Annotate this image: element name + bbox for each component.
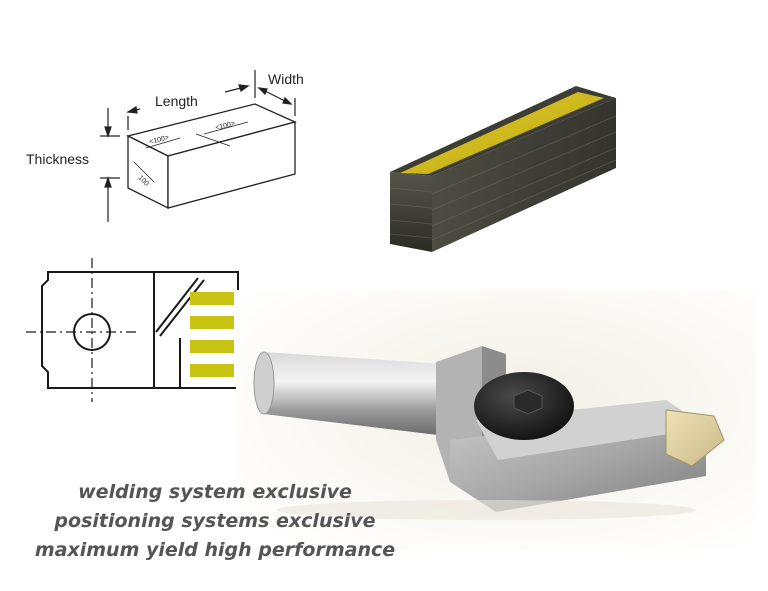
shaft <box>257 352 446 436</box>
orientation-top-right: <100> <box>215 120 236 132</box>
tool-holder-photo <box>236 290 756 550</box>
taglines: welding system exclusive positioning sys… <box>0 478 430 565</box>
width-dimension <box>257 87 296 116</box>
tagline-yield: maximum yield high performance <box>34 539 396 561</box>
length-dimension <box>126 70 256 130</box>
diamond-tip <box>665 409 725 467</box>
thickness-dimension <box>100 108 120 222</box>
thickness-label: Thickness <box>26 151 89 167</box>
length-label: Length <box>155 93 198 109</box>
yellow-stripes <box>190 292 234 377</box>
dimension-diagram: Length Width Thickness <100> <100> 100 <box>26 70 304 222</box>
width-label: Width <box>268 71 304 87</box>
diamond-block-image <box>389 86 617 252</box>
block-front-face <box>390 172 432 252</box>
layer-lines <box>389 115 617 241</box>
orientation-top-left: <100> <box>149 134 170 146</box>
tool-holder-drawing <box>26 258 239 402</box>
tagline-welding: welding system exclusive <box>78 481 352 503</box>
shaft-end <box>253 351 275 415</box>
tagline-positioning: positioning systems exclusive <box>54 510 376 532</box>
orientation-arrows <box>133 121 249 183</box>
block-outline <box>126 103 297 210</box>
block-side-face <box>432 98 616 252</box>
center-lines <box>26 258 140 402</box>
shadow <box>276 500 696 520</box>
hex-socket <box>513 389 543 415</box>
gold-top-face <box>400 92 604 174</box>
